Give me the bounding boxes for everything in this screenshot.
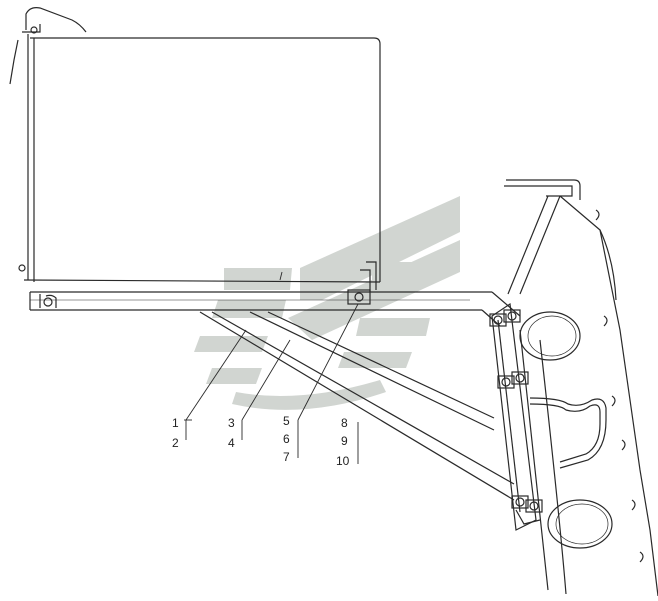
drawing-lines xyxy=(9,7,658,597)
callout-label: 8 xyxy=(341,416,348,430)
callout-label: 1 xyxy=(172,416,179,430)
callout-labels: 1 2 3 4 5 6 7 8 9 10 xyxy=(172,414,350,468)
callout-label: 4 xyxy=(228,436,235,450)
battery-box xyxy=(9,7,381,292)
callout-label: 2 xyxy=(172,436,179,450)
callout-label: 7 xyxy=(283,450,290,464)
leader-lines xyxy=(184,271,359,464)
callout-label: 10 xyxy=(336,454,350,468)
callout-label: 9 xyxy=(341,434,348,448)
callout-label: 6 xyxy=(283,432,290,446)
mounting-bracket xyxy=(489,302,543,531)
diagonal-braces xyxy=(199,311,515,501)
support-beam xyxy=(29,289,521,327)
frame-rail xyxy=(504,179,658,597)
callout-label: 5 xyxy=(283,414,290,428)
callout-label: 3 xyxy=(228,416,235,430)
